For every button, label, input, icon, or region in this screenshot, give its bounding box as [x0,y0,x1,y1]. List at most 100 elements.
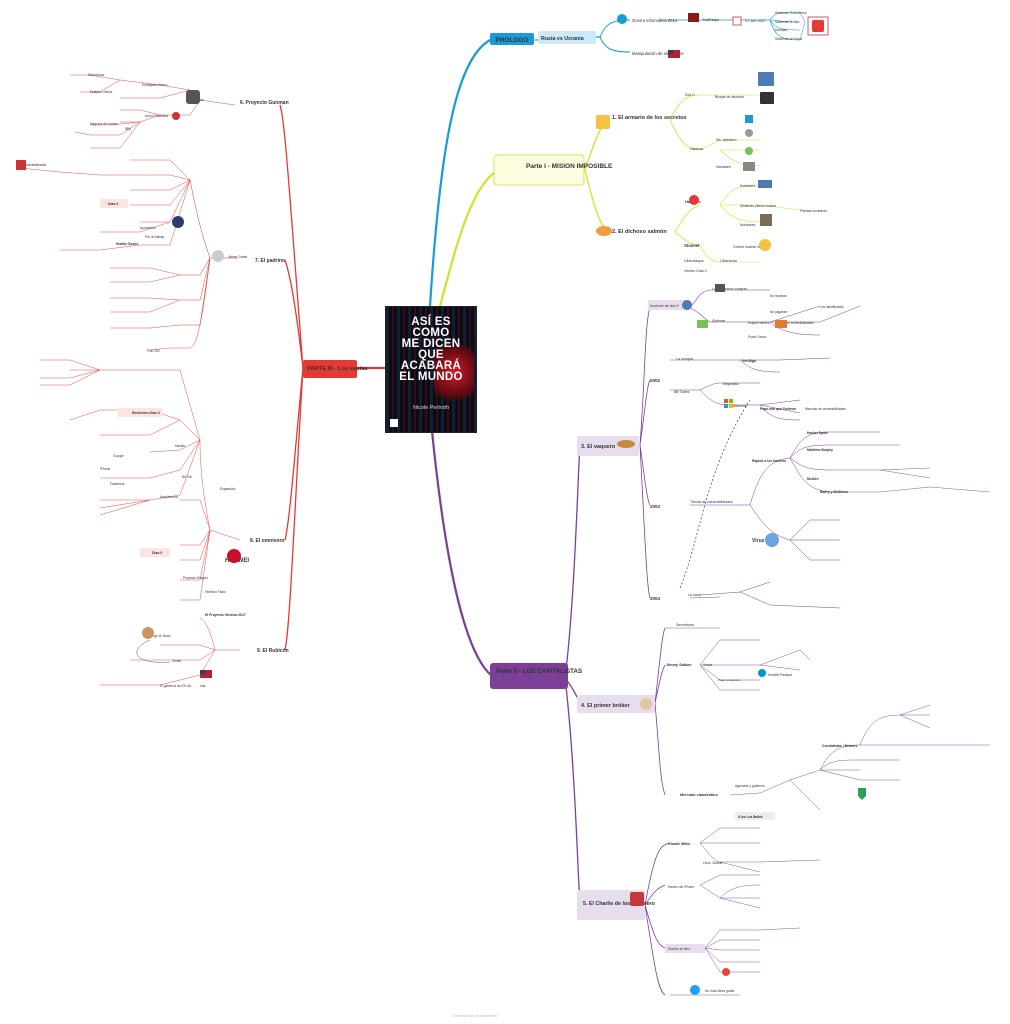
linux-label: Linux, Solaris [703,861,723,865]
rusia-ucrania-label: Rusia vs Ucrania [541,36,584,42]
rapido-label: Rápido a los hackers [752,459,786,463]
idefense-label: iDefense [712,319,725,323]
embajada-label: Embajada Moscú [142,83,168,87]
satellite-icon [689,195,699,205]
huawei-logo-icon [227,549,241,563]
gosler-label: Jimmy Gosler [228,255,248,259]
footer-credit: Created with mindmeister [452,1013,498,1018]
sisop-label: Sis. operativo [716,138,737,142]
apple-icon [745,129,753,137]
control-label: Control nuclear Irán [733,245,763,249]
facebook-label: Facebook [110,482,125,486]
book-cover[interactable]: ASÍ ES COMO ME DICEN QUE ACABARÁ EL MUND… [385,306,477,433]
gosler-avatar-icon [212,250,224,262]
node-rusia-ucrania[interactable] [538,31,596,44]
jimmy-label: Jimmy Sabien [666,663,692,667]
parte3-label: PARTE III - Los espías [307,366,368,372]
node-charlie[interactable] [577,890,645,920]
dias0-label: Días 0 [108,202,118,206]
pagobien-label: Pago mal que Defense [760,407,796,411]
stuxnet-label: Stuxnet [684,243,700,248]
vendor-label: Vendor Días 0 [684,269,707,273]
node-parte1[interactable] [493,154,585,186]
node-parte2[interactable] [490,663,568,689]
factory-icon [760,214,772,226]
nopagaba-label: No pagaban [770,310,788,314]
expuestos-label: Exponer vulnerabilidades [778,321,814,325]
kremlin-icon [688,13,699,22]
seguridad-label: Seguridad [723,382,739,386]
node-parte3[interactable] [303,360,357,378]
windows-icon [745,115,753,123]
hp-label: Hewlett-Packard [768,673,792,677]
dia0-label: Día 0 [685,92,695,97]
shield-icon [858,788,866,800]
node-broker[interactable] [577,695,655,713]
parte1-label: Parte I - MISION IMPOSIBLE [526,163,613,170]
money-icon [697,320,708,328]
branch-parte1 [438,171,496,307]
gobiernos-label: Los gobiernos compran [712,287,748,291]
bitcoin-icon [682,300,692,310]
parte2-label: Parte II - LOS CAPITALISTAS [496,668,582,675]
dragon-label: Proyecto Dragón [183,576,208,580]
plan-label: Plan 100 [147,349,160,353]
alert-card-icon [807,16,829,36]
manip-label: Manipulación de elecciones [632,51,683,56]
book-author: Nicole Perlroth [412,405,450,411]
plantas-label: Plantas nucleares [800,209,827,213]
estados-label: Estados Unidos [90,90,113,94]
lacompra-label: La compra [676,357,693,361]
bloque-label: Bloque de atención [715,95,744,99]
vulnerab-label: Vulnerabilidades [22,163,47,167]
ciberataque-label: Ciberataque [684,259,704,263]
salmon-label: 2. El dichoso salmón [612,229,667,235]
microfonos-label: Micrófonos [88,73,104,77]
flag-usa-icon-2 [200,670,212,678]
spy-icon [186,90,200,104]
broker-label: 4. El primer bróker [581,703,630,709]
nsa-seal-icon [172,216,184,228]
prologo-leaf-3: Sistemas de Votos [775,37,803,41]
salmon-dish-icon [596,226,612,236]
cover-glow [434,337,474,407]
oculto-label: Oculto [172,659,181,663]
ibm-label: IBM [125,127,131,131]
punto-label: Punto Censo [748,335,767,339]
hammer-sickle-icon [172,112,180,120]
arquitectura-label: Arquitectura [160,495,178,499]
branch-prologo [428,39,491,307]
alos-label: A los Los Balbis [738,815,763,819]
computer-icon [758,72,774,104]
contratistas-label: Contratistas / Brokers [822,744,858,748]
hackear-label: Hackear [690,147,704,151]
node-prologo[interactable] [490,33,534,45]
nucleares-label: Nucleares [740,223,756,227]
billgates-label: Bill Gates [674,390,690,394]
mercado-vuln-label: Mercado de vulnerabilidades [805,407,846,411]
omnivoro-label: 8. El omnívoro [250,538,284,544]
prologo-label: PROLOGO [495,37,528,44]
escenario-label: Escenario [740,184,755,188]
flag-usa-icon [668,50,680,58]
hp-icon [758,669,766,677]
twitter-label: No más libres gratis [705,989,734,993]
prologo-leaf-2: Sanidad [775,28,787,32]
charlie-miller-label: Charlie Miller [668,842,691,846]
publisher-logo-icon [390,419,398,427]
hardware-label: Hardware [716,165,731,169]
year-2004: 2004 [650,596,661,601]
calendar-icon [732,16,742,26]
sistemas-planta-label: Sistemas planta nuclear [740,204,777,208]
expansion-label: Expansión [220,487,236,491]
secretismo-label: Secretismo [676,623,694,627]
notpetya-label: NotPetya [703,18,720,22]
recientes-label: Recientes Días 0 [132,411,160,415]
escritor-label: Escritor en libro [668,947,690,951]
pie-label: Pie: al trabajo [145,235,165,239]
maquina-label: Máquina de escribir [90,122,119,126]
vaquero-label: 3. El vaquero [581,444,616,450]
lacaza-label: La caza [688,593,701,597]
year-2003: 2003 [650,504,661,509]
